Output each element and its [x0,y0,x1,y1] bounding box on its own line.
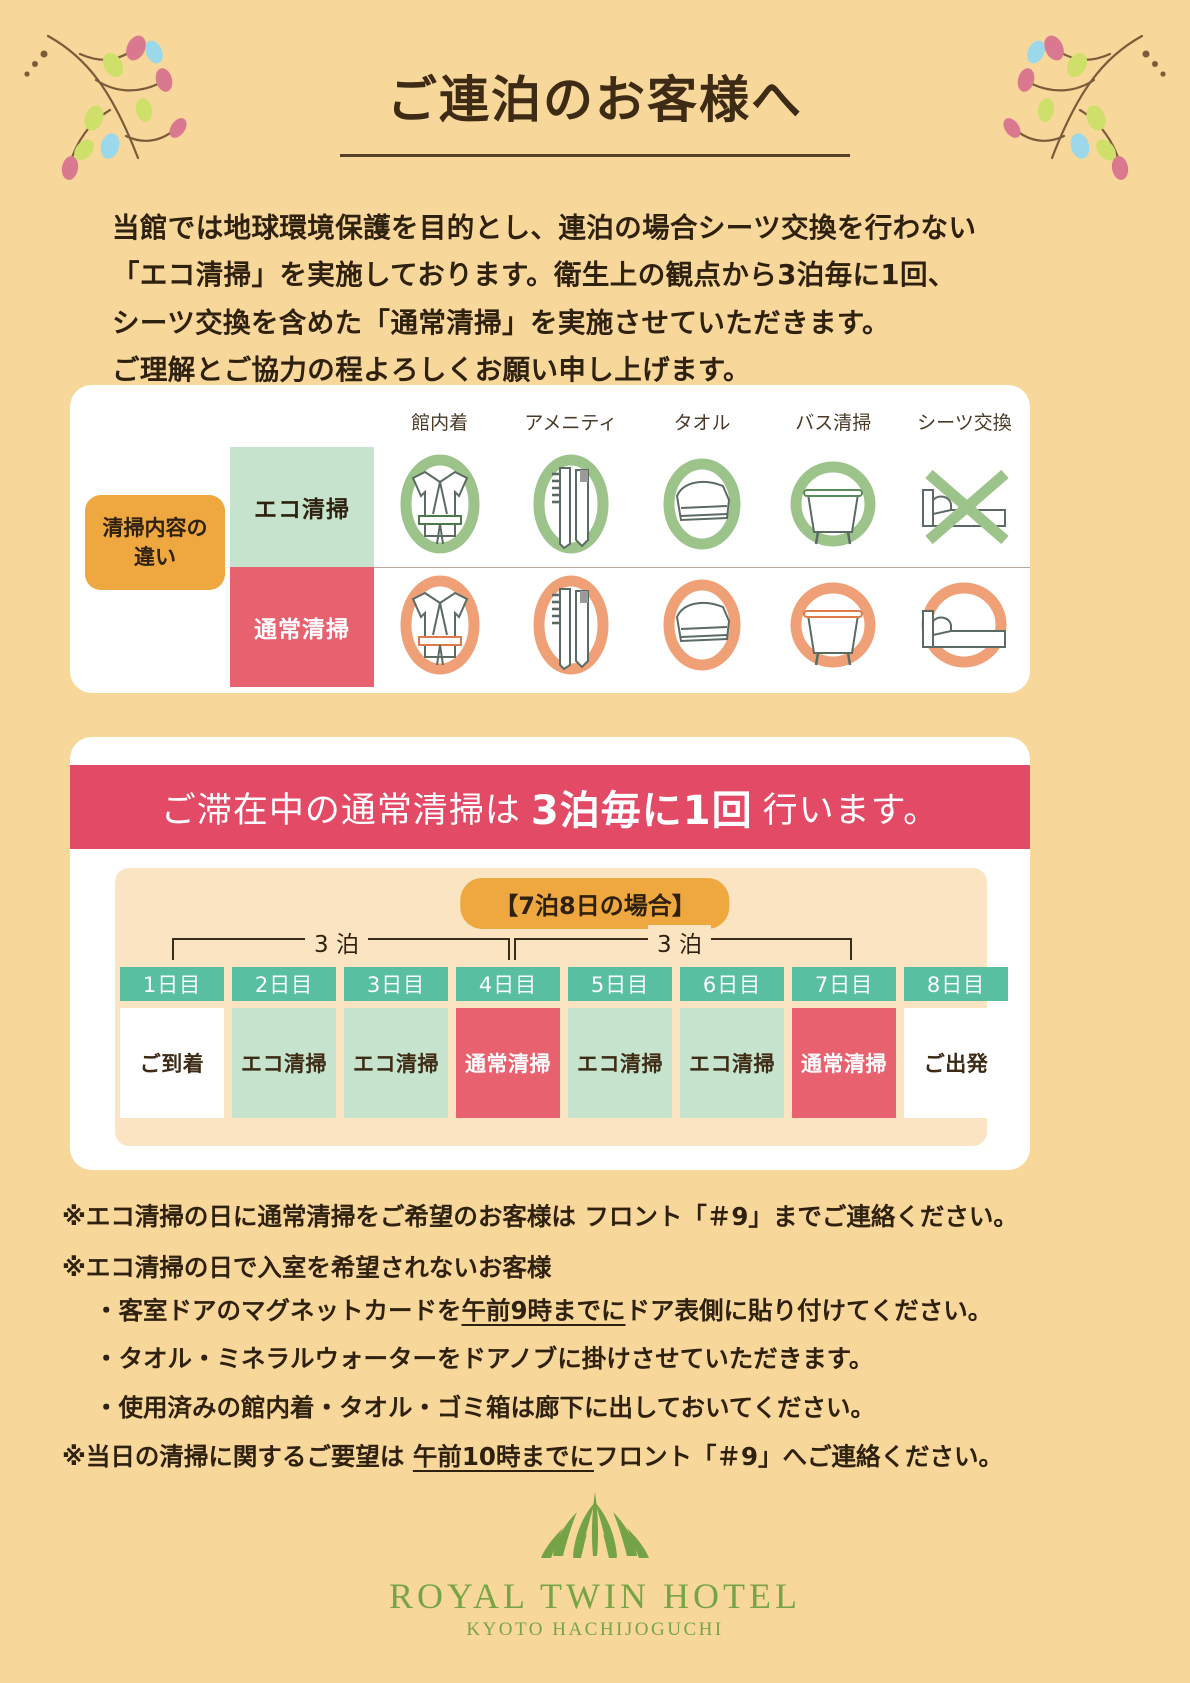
column-header-towel: タオル [673,411,731,434]
diff-tag-line-1: 清掃内容の [102,516,208,541]
cell-std-bath [768,567,899,687]
bullet-1-post: ドア表側に貼り付けてください。 [625,1295,993,1325]
column-header-amenity: アメニティ [524,411,618,434]
cell-eco-towel [636,447,768,568]
day-column-4: 4日目 通常清掃 [456,967,560,1118]
case-label-pill: 【7泊8日の場合】 [460,878,730,929]
footnote-bullet-3: ・使用済みの館内着・タオル・ゴミ箱は廊下に出しておいてください。 [94,1393,876,1423]
bed-sheet-icon [909,573,1019,677]
table-row-eco: エコ清掃 [230,447,1030,568]
comparison-card: 館内着 アメニティ タオル バス清掃 シーツ交換 エコ清掃 [70,385,1030,693]
cell-eco-sheet [898,447,1030,568]
cell-std-yukata [374,567,505,687]
column-header-bath-cleaning: バス清掃 [795,411,872,434]
banner-suffix: 行います。 [762,790,940,831]
cell-eco-bath [767,447,899,568]
day-status-6: エコ清掃 [680,1008,784,1118]
footnote-bullet-1: ・客室ドアのマグネットカードを午前9時までにドア表側に貼り付けてください。 [94,1294,1142,1329]
column-header-yukata: 館内着 [411,411,469,434]
hotel-location: KYOTO HACHIJOGUCHI [466,1619,724,1640]
bathtub-icon [778,452,888,556]
day-column-1: 1日目 ご到着 [120,967,224,1118]
day-header-2: 2日目 [232,967,336,1001]
footnote-2: ※エコ清掃の日で入室を希望されないお客様 [62,1252,552,1282]
table-row-standard: 通常清掃 [230,567,1030,687]
intro-line-2: 「エコ清掃」を実施しております。衛生上の観点から3泊毎に1回、 [112,259,956,292]
toothbrush-icon [516,573,626,677]
footnote-3-pre: ※当日の清掃に関するご要望は [62,1441,413,1471]
day-column-7: 7日目 通常清掃 [792,967,896,1118]
footnote-1: ※エコ清掃の日に通常清掃をご希望のお客様は フロント「＃9」までご連絡ください。 [62,1202,1018,1231]
intro-line-1: 当館では地球環境保護を目的とし、連泊の場合シーツ交換を行わない [112,212,977,244]
row-label-eco: エコ清掃 [230,447,375,567]
robe-icon [385,573,495,677]
day-column-6: 6日目 エコ清掃 [680,967,784,1118]
robe-icon [385,452,495,556]
day-header-8: 8日目 [904,967,1008,1001]
day-column-2: 2日目 エコ清掃 [232,967,336,1118]
towel-icon [647,452,757,556]
day-header-4: 4日目 [456,967,560,1001]
cleaning-difference-tag: 清掃内容の 違い [85,495,225,590]
day-status-8: ご出発 [904,1008,1008,1118]
span-label-right: 3 泊 [648,925,711,959]
banner-prefix: ご滞在中の通常清掃は [160,790,521,831]
footnotes: ※エコ清掃の日に通常清掃をご希望のお客様は フロント「＃9」までご連絡ください。… [62,1200,1142,1491]
day-column-3: 3日目 エコ清掃 [344,967,448,1118]
day-status-3: エコ清掃 [344,1008,448,1118]
intro-line-3: シーツ交換を含めた「通常清掃」を実施させていただきます。 [112,306,890,339]
day-status-2: エコ清掃 [232,1008,336,1118]
cell-std-towel [636,567,767,687]
cell-std-sheet [899,567,1030,687]
footnote-3-underline: 午前10時までに [412,1441,594,1471]
row-label-standard: 通常清掃 [230,567,375,687]
frequency-banner: ご滞在中の通常清掃は 3泊毎に1回 行います。 [70,765,1030,849]
day-header-7: 7日目 [792,967,896,1001]
bullet-1-pre: ・客室ドアのマグネットカードを [94,1295,462,1325]
towel-icon [647,573,757,677]
column-header-sheet-change: シーツ交換 [917,411,1012,434]
day-status-4: 通常清掃 [456,1008,560,1118]
cleaning-comparison-table: 館内着 アメニティ タオル バス清掃 シーツ交換 エコ清掃 [230,395,1030,687]
day-header-1: 1日目 [120,967,224,1001]
banner-highlight: 3泊毎に1回 [530,788,753,834]
bed-sheet-icon [909,452,1019,556]
day-status-5: エコ清掃 [568,1008,672,1118]
day-status-1: ご到着 [120,1008,224,1118]
cell-eco-yukata [374,447,506,568]
span-label-left: 3 泊 [305,925,368,959]
day-header-3: 3日目 [344,967,448,1001]
toothbrush-icon [516,452,626,556]
hotel-logo: ROYAL TWIN HOTEL KYOTO HACHIJOGUCHI [0,1490,1190,1641]
stay-schedule-grid: 1日目 ご到着 2日目 エコ清掃 3日目 エコ清掃 4日目 通常清掃 5日目 エ… [120,967,1008,1118]
footnote-bullet-2: ・タオル・ミネラルウォーターをドアノブに掛けさせていただきます。 [94,1344,874,1374]
intro-paragraph: 当館では地球環境保護を目的とし、連泊の場合シーツ交換を行わない 「エコ清掃」を実… [112,205,1190,394]
day-column-5: 5日目 エコ清掃 [568,967,672,1118]
day-header-6: 6日目 [680,967,784,1001]
cell-std-amenity [505,567,636,687]
diff-tag-line-2: 違い [134,544,176,569]
bullet-1-underline: 午前9時までに [461,1295,626,1325]
page-title: ご連泊のお客様へ [387,71,803,129]
cell-eco-amenity [505,447,637,568]
footnote-3-post: フロント「＃9」へご連絡ください。 [593,1441,1003,1471]
table-corner-cell [230,395,374,447]
intro-line-4: ご理解とご協力の程よろしくお願い申し上げます。 [112,353,751,386]
table-header-row: 館内着 アメニティ タオル バス清掃 シーツ交換 [230,395,1030,447]
day-header-5: 5日目 [568,967,672,1001]
hotel-name: ROYAL TWIN HOTEL [389,1576,801,1616]
palm-leaf-icon [541,1492,649,1558]
day-status-7: 通常清掃 [792,1008,896,1118]
day-column-8: 8日目 ご出発 [904,967,1008,1118]
page-header: ご連泊のお客様へ [0,0,1190,157]
footnote-3: ※当日の清掃に関するご要望は 午前10時までにフロント「＃9」へご連絡ください。 [62,1440,1142,1475]
title-divider [340,154,850,157]
bathtub-icon [778,573,888,677]
